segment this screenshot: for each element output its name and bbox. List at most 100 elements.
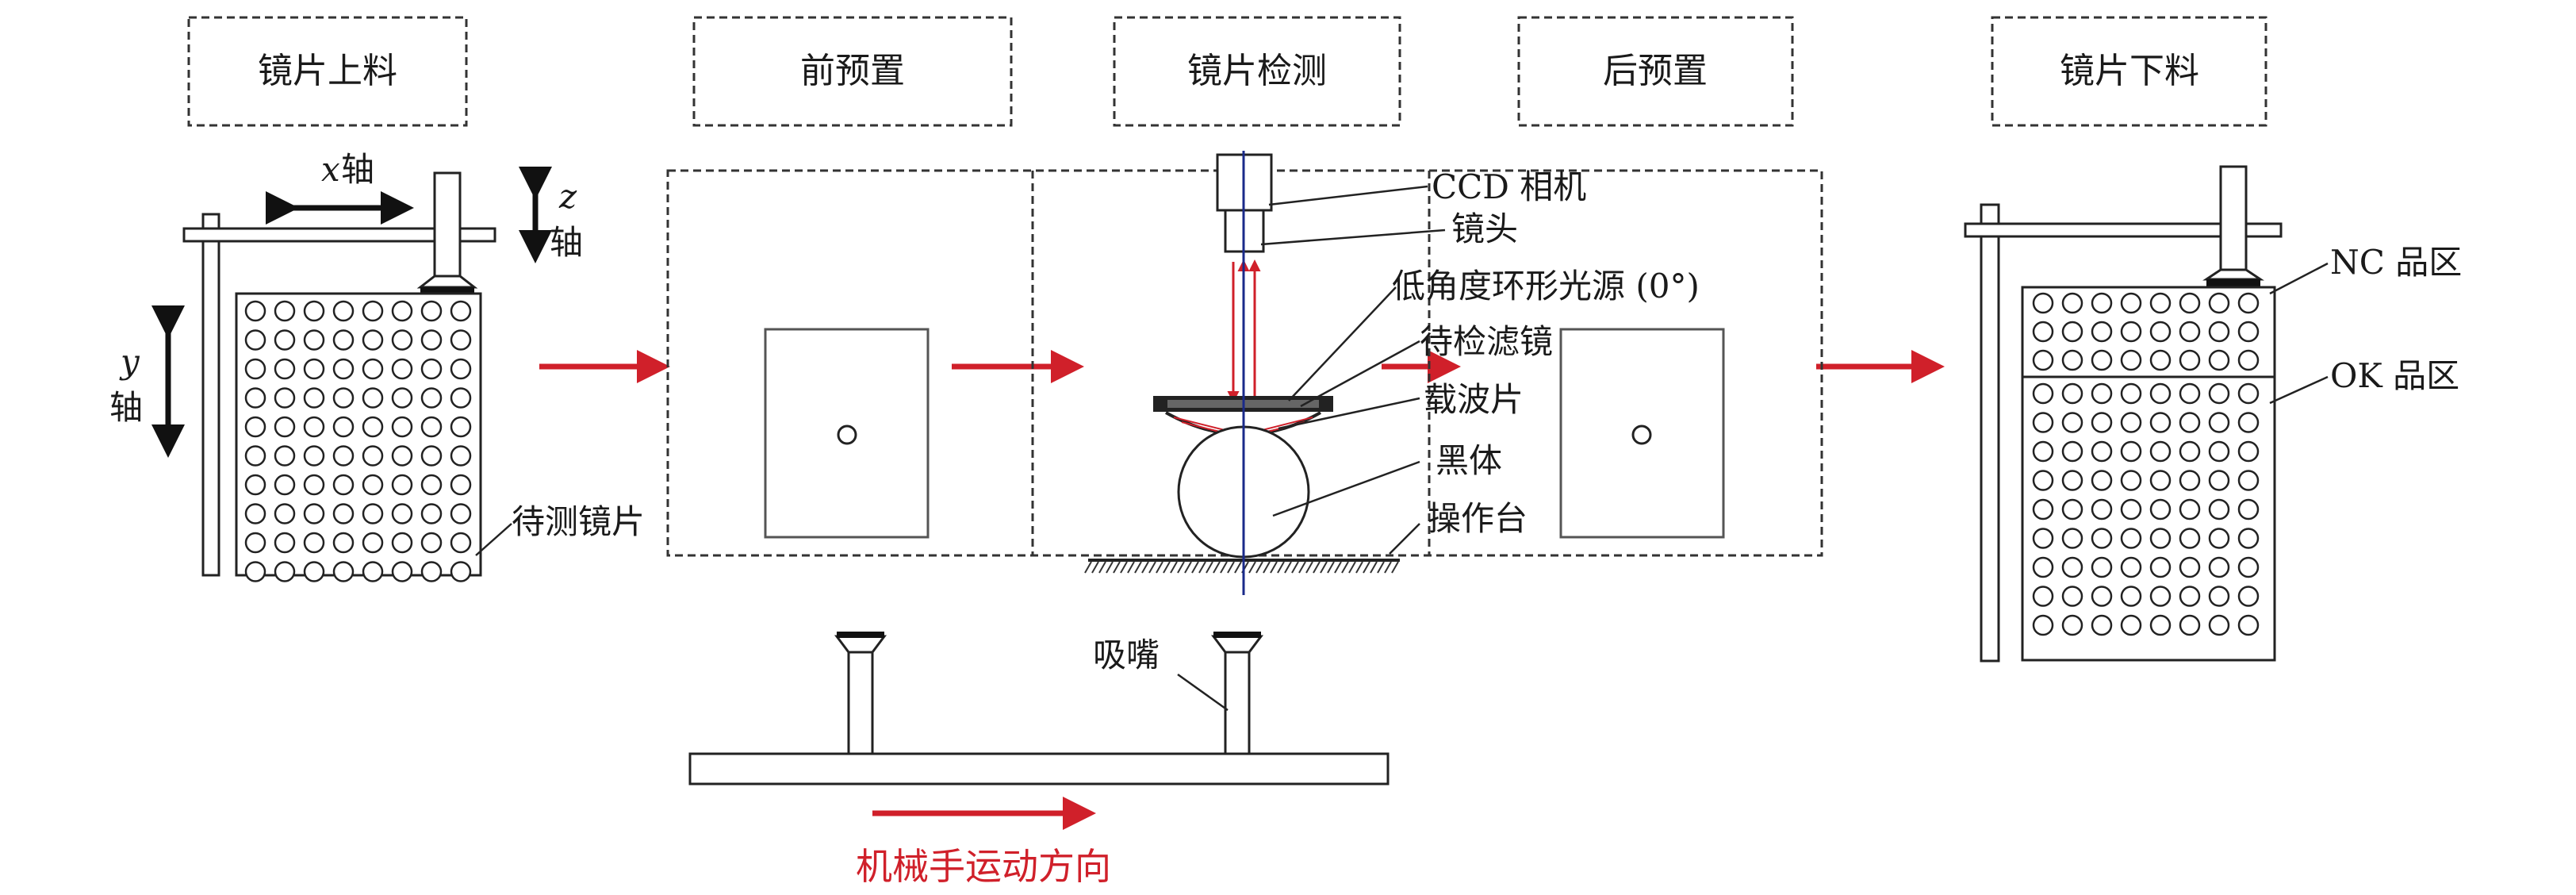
ok-lens-slot bbox=[2179, 470, 2201, 491]
lens-slot bbox=[244, 358, 266, 380]
lens-slot bbox=[303, 416, 325, 438]
ccd-camera-label: CCD 相机 bbox=[1432, 167, 1586, 206]
stage-label-inspection: 镜片检测 bbox=[1187, 51, 1327, 91]
ring-light-label: 低角度环形光源 (0°) bbox=[1392, 267, 1700, 305]
nozzle-left-column bbox=[847, 649, 874, 755]
lens-slot bbox=[362, 416, 384, 438]
x-axis-var: x bbox=[321, 150, 340, 189]
lens-slot bbox=[420, 358, 443, 380]
nc-lens-slot bbox=[2149, 349, 2172, 371]
hatch-line bbox=[1141, 561, 1149, 574]
nc-lens-slot bbox=[2237, 321, 2260, 343]
hatch-line bbox=[1206, 561, 1213, 574]
ok-lens-slot bbox=[2032, 470, 2054, 491]
stage-label-loading: 镜片上料 bbox=[258, 51, 397, 91]
hatch-line bbox=[1091, 561, 1099, 574]
hatch-line bbox=[1248, 561, 1256, 574]
lens-slot bbox=[420, 561, 443, 582]
lens-slot bbox=[450, 445, 472, 467]
hatch-line bbox=[1170, 561, 1178, 574]
nozzle-right-column bbox=[1224, 649, 1251, 755]
lens-slot bbox=[274, 416, 296, 438]
lens-slot bbox=[420, 300, 443, 322]
lens-slot bbox=[303, 300, 325, 322]
y-axis-var: y bbox=[119, 342, 140, 381]
hatch-line bbox=[1277, 561, 1285, 574]
lens-slot bbox=[420, 503, 443, 524]
ok-lens-slot bbox=[2208, 412, 2230, 433]
hatch-line bbox=[1313, 561, 1321, 574]
nc-zone-label: NC 品区 bbox=[2330, 243, 2462, 282]
ok-lens-slot bbox=[2061, 470, 2083, 491]
lens-slot bbox=[274, 445, 296, 467]
y-axis-word: 轴 bbox=[109, 388, 143, 427]
lens-slot bbox=[244, 503, 266, 524]
lens-slot bbox=[303, 358, 325, 380]
ok-lens-slot bbox=[2061, 382, 2083, 405]
z-axis-var: z bbox=[558, 177, 577, 216]
ok-lens-slot bbox=[2091, 440, 2113, 463]
lens-slot bbox=[450, 503, 472, 524]
loading-suction-cup bbox=[416, 275, 478, 289]
post-position-lens bbox=[1631, 424, 1652, 445]
stage-label-pre-position: 前预置 bbox=[800, 51, 905, 91]
hatch-line bbox=[1134, 561, 1142, 574]
hatch-line bbox=[1270, 561, 1278, 574]
ok-lens-slot bbox=[2149, 412, 2172, 433]
hatch-line bbox=[1355, 561, 1363, 574]
lens-slot bbox=[391, 358, 413, 380]
lens-slot bbox=[274, 300, 296, 322]
hatch-line bbox=[1191, 561, 1199, 574]
hatch-line bbox=[1184, 561, 1192, 574]
nc-lens-slot bbox=[2179, 292, 2201, 314]
lens-slot bbox=[244, 300, 266, 322]
ok-lens-slot bbox=[2032, 412, 2054, 433]
lens-slot bbox=[450, 387, 472, 409]
robot-direction-label: 机械手运动方向 bbox=[856, 845, 1111, 888]
loading-tray-holes bbox=[244, 300, 472, 582]
ok-lens-slot bbox=[2208, 440, 2230, 463]
nc-lens-slot bbox=[2120, 349, 2142, 371]
lens-slot bbox=[362, 300, 384, 322]
ok-lens-slot bbox=[2061, 412, 2083, 433]
lens-slot bbox=[332, 532, 355, 554]
ok-lens-slot bbox=[2061, 556, 2083, 578]
ok-lens-slot bbox=[2179, 440, 2201, 463]
lens-slot bbox=[332, 387, 355, 409]
ok-lens-slot bbox=[2091, 586, 2113, 607]
nc-lens-slot bbox=[2032, 292, 2054, 314]
hatch-line bbox=[1384, 561, 1392, 574]
lens-slot bbox=[244, 329, 266, 351]
ok-lens-slot bbox=[2120, 382, 2142, 405]
ok-zone-holes bbox=[2032, 382, 2260, 636]
hatch-line bbox=[1120, 561, 1128, 574]
ok-lens-slot bbox=[2091, 382, 2113, 405]
ok-lens-slot bbox=[2032, 382, 2054, 405]
lens-slot bbox=[362, 561, 384, 582]
callout-leaders bbox=[1260, 185, 1446, 555]
hatch-line bbox=[1263, 561, 1271, 574]
hatch-line bbox=[1320, 561, 1328, 574]
nozzle-label: 吸嘴 bbox=[1093, 636, 1160, 674]
nc-lens-slot bbox=[2120, 321, 2142, 343]
ok-lens-slot bbox=[2061, 614, 2083, 636]
stage-table-label: 操作台 bbox=[1428, 499, 1528, 538]
lens-slot bbox=[303, 387, 325, 409]
lens-slot bbox=[391, 300, 413, 322]
lens-slot bbox=[391, 561, 413, 582]
unloading-suction-pad bbox=[2206, 279, 2260, 286]
loading-section: x 轴 z 轴 y 轴 待测镜片 bbox=[109, 150, 645, 582]
ok-lens-slot bbox=[2208, 470, 2230, 491]
hatch-line bbox=[1148, 561, 1156, 574]
lens-slot bbox=[332, 561, 355, 582]
ok-lens-slot bbox=[2208, 556, 2230, 578]
ok-lens-slot bbox=[2091, 412, 2113, 433]
nc-lens-slot bbox=[2208, 321, 2230, 343]
lens-slot bbox=[332, 416, 355, 438]
lens-slot bbox=[450, 474, 472, 496]
stage-headers: 镜片上料 前预置 镜片检测 后预置 镜片下料 bbox=[187, 16, 2267, 127]
lens-slot bbox=[274, 474, 296, 496]
nozzle-left-cup bbox=[834, 635, 887, 654]
ok-lens-slot bbox=[2120, 528, 2142, 549]
